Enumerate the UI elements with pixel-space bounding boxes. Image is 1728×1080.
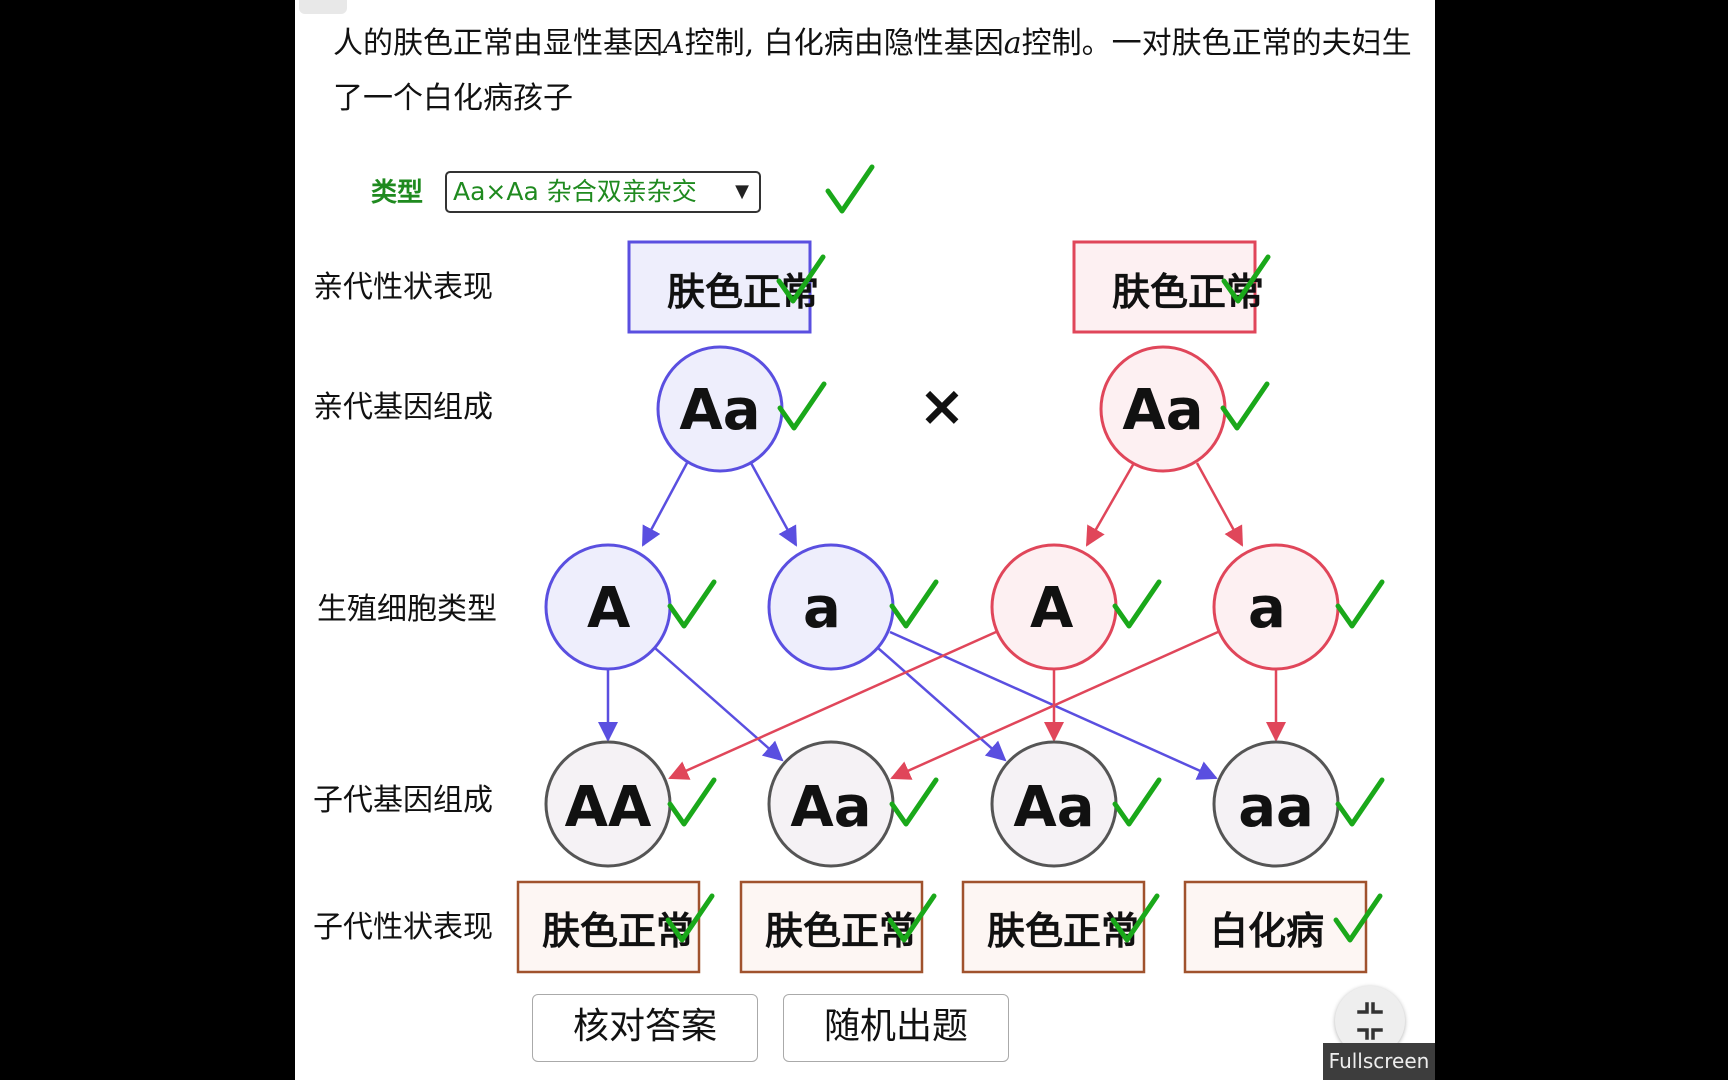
- dropdown-caret-icon: ▼: [735, 181, 749, 202]
- cross-symbol: ×: [919, 374, 966, 439]
- row-label-parent-phenotype: 亲代性状表现: [313, 270, 493, 305]
- offspring-phenotype-box-1: [516, 880, 701, 974]
- exit-fullscreen-icon: [1357, 1002, 1383, 1040]
- offspring-phenotype-box-4: [1183, 880, 1368, 974]
- check-gamete-2-icon: [889, 579, 939, 629]
- offspring-phenotype-box-2: [739, 880, 924, 974]
- check-offspring-4-icon: [1335, 777, 1385, 827]
- offspring-genotype-1: AA: [565, 775, 652, 840]
- offspring-phenotype-3: 肤色正常: [987, 909, 1139, 953]
- gene-recessive: a: [1003, 26, 1022, 61]
- check-type-icon: [825, 164, 875, 214]
- check-father-phenotype-icon: [776, 254, 826, 304]
- random-question-button[interactable]: 随机出题: [783, 994, 1009, 1062]
- row-label-offspring-phenotype: 子代性状表现: [313, 910, 493, 945]
- row-label-offspring-genotype: 子代基因组成: [313, 783, 493, 818]
- gamete-mother-1: A: [1030, 576, 1074, 641]
- gamete-father-1: A: [587, 576, 631, 641]
- applet-canvas: 人的肤色正常由显性基因A控制, 白化病由隐性基因a控制。一对肤色正常的夫妇生了一…: [295, 0, 1435, 1080]
- offspring-phenotype-2: 肤色正常: [765, 909, 917, 953]
- mother-genotype: Aa: [1122, 378, 1203, 443]
- arrow-mother-gamete-2: [1195, 462, 1244, 547]
- type-dropdown[interactable]: Aa×Aa 杂合双亲杂交 ▼: [445, 171, 761, 213]
- check-offspring-phenotype-3-icon: [1110, 893, 1160, 943]
- arrow-A-to-Aa-1: [654, 647, 784, 762]
- gamete-mother-2: a: [1248, 576, 1286, 641]
- gene-dominant: A: [663, 26, 685, 61]
- mother-phenotype-box: [1072, 240, 1257, 334]
- offspring-genotype-4: aa: [1238, 775, 1314, 840]
- check-offspring-phenotype-2-icon: [887, 893, 937, 943]
- offspring-genotype-2: Aa: [790, 775, 871, 840]
- type-dropdown-value: Aa×Aa 杂合双亲杂交: [453, 177, 697, 206]
- father-genotype: Aa: [679, 378, 760, 443]
- arrow-A-to-AA-m: [668, 630, 997, 780]
- father-phenotype-box: [627, 240, 812, 334]
- check-gamete-3-icon: [1112, 579, 1162, 629]
- check-gamete-1-icon: [667, 579, 717, 629]
- check-offspring-phenotype-1-icon: [665, 893, 715, 943]
- check-offspring-3-icon: [1112, 777, 1162, 827]
- check-gamete-4-icon: [1335, 579, 1385, 629]
- check-offspring-2-icon: [889, 777, 939, 827]
- offspring-phenotype-1: 肤色正常: [542, 909, 694, 953]
- father-phenotype: 肤色正常: [667, 270, 819, 314]
- top-tab-ghost: [299, 0, 347, 14]
- offspring-genotype-3: Aa: [1013, 775, 1094, 840]
- cross-diagram: 肤色正常 肤色正常 Aa Aa × A a A a AA Aa Aa aa 肤色…: [516, 164, 1385, 974]
- check-answer-button[interactable]: 核对答案: [532, 994, 758, 1062]
- check-offspring-phenotype-4-icon: [1333, 893, 1383, 943]
- arrow-father-gamete-2: [749, 462, 798, 547]
- gamete-father-2: a: [803, 576, 841, 641]
- fullscreen-label: Fullscreen: [1323, 1043, 1435, 1080]
- offspring-phenotype-4: 白化病: [1210, 909, 1324, 953]
- check-mother-phenotype-icon: [1221, 254, 1271, 304]
- check-offspring-1-icon: [667, 777, 717, 827]
- check-father-genotype-icon: [777, 381, 827, 431]
- check-mother-genotype-icon: [1220, 381, 1270, 431]
- arrow-a-to-Aa-1m: [890, 630, 1219, 780]
- arrow-father-gamete-1: [641, 462, 689, 547]
- row-label-parent-genotype: 亲代基因组成: [313, 390, 493, 425]
- type-label: 类型: [371, 178, 424, 208]
- arrow-mother-gamete-1: [1085, 462, 1136, 547]
- mother-phenotype: 肤色正常: [1112, 270, 1264, 314]
- arrow-a-to-Aa-2: [877, 647, 1007, 762]
- problem-statement: 人的肤色正常由显性基因A控制, 白化病由隐性基因a控制。一对肤色正常的夫妇生了一…: [333, 26, 1412, 116]
- row-label-gametes: 生殖细胞类型: [317, 592, 497, 627]
- offspring-phenotype-box-3: [961, 880, 1146, 974]
